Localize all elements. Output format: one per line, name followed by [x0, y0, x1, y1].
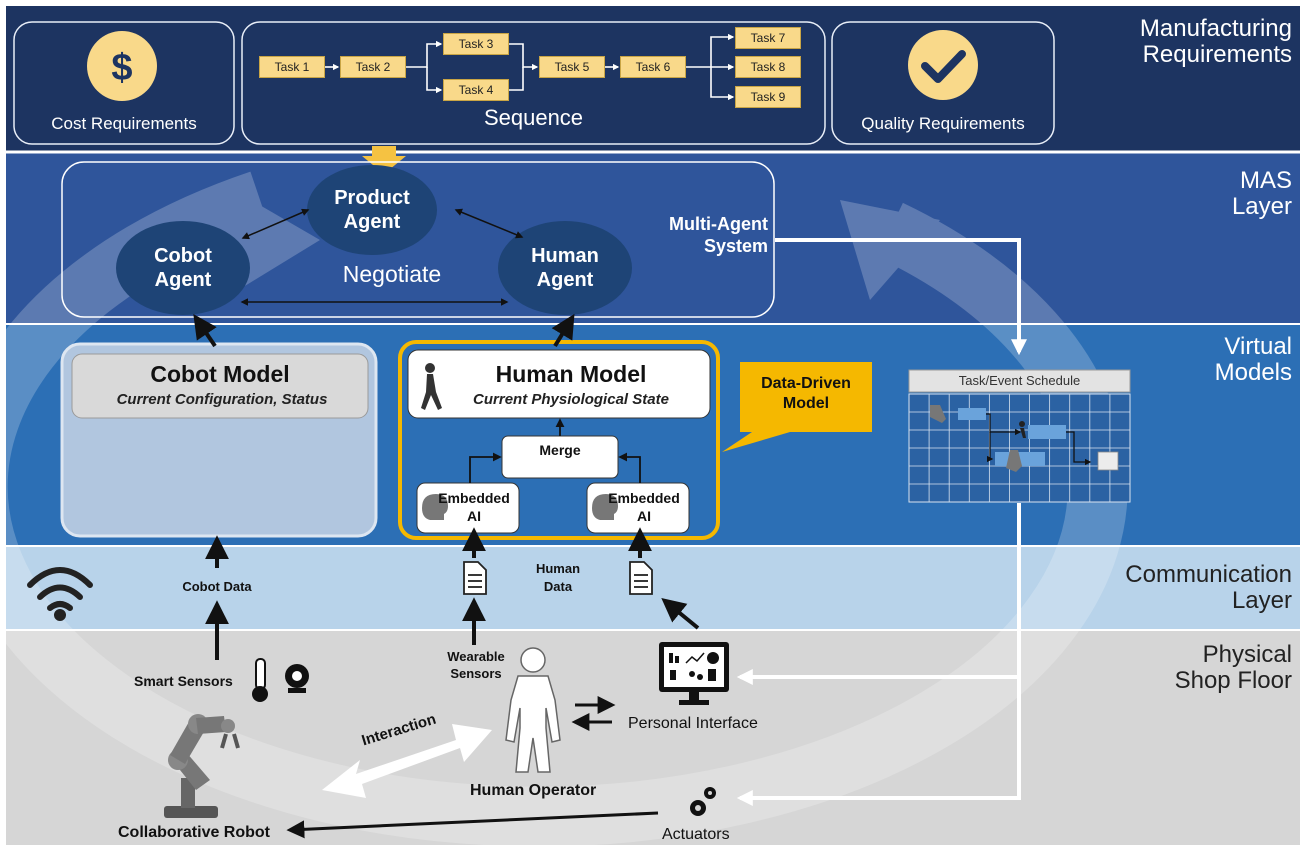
manufacturing-layer-title: Manufacturing Requirements [1139, 15, 1292, 69]
task-6-box: Task 6 [620, 56, 686, 78]
embedded-ai-left-label: Embedded AI [438, 490, 510, 524]
cobot-agent-label: Cobot Agent [154, 245, 212, 291]
cobot-model-header [71, 353, 369, 419]
task-flow-arrows [323, 33, 735, 101]
actuators-label: Actuators [662, 826, 730, 843]
human-data-label: Human Data [535, 561, 581, 594]
task-5-box: Task 5 [539, 56, 605, 78]
task-8-box: Task 8 [735, 56, 801, 78]
agent-links [240, 208, 524, 306]
walking-figure-icon [421, 363, 442, 410]
schedule-to-physical-arrow [736, 503, 1021, 806]
human-agent-label: Human Agent [531, 245, 599, 291]
collaborative-robot-icon [164, 714, 240, 818]
webcam-icon [285, 664, 309, 693]
dollar-icon: $ [87, 31, 157, 101]
physical-layer-band [6, 630, 1300, 845]
cobot-model-subtitle: Current Configuration, Status [116, 391, 328, 408]
cost-requirements-box [13, 21, 235, 145]
human-operator-label: Human Operator [470, 782, 597, 799]
human-agent-node[interactable] [498, 221, 632, 315]
task-1-box: Task 1 [259, 56, 325, 78]
mas-layer-title: MAS Layer [1231, 167, 1292, 221]
requirements-to-mas-arrow [362, 146, 406, 174]
quality-requirements-box [831, 21, 1055, 145]
cobot-data-label: Cobot Data [182, 579, 252, 594]
interaction-arrow [322, 724, 492, 798]
smart-sensors-label: Smart Sensors [134, 673, 233, 689]
task-event-schedule [908, 369, 1131, 503]
task-3-box: Task 3 [443, 33, 509, 55]
data-driven-model-label: Data-Driven Model [761, 375, 851, 412]
quality-requirements-label: Quality Requirements [861, 114, 1025, 133]
multi-agent-system-label: Multi-Agent System [669, 214, 768, 256]
physical-layer-title: Physical Shop Floor [1174, 641, 1292, 695]
task-2-box: Task 2 [340, 56, 406, 78]
collaborative-robot-label: Collaborative Robot [118, 824, 271, 841]
thermometer-icon [252, 658, 268, 702]
mas-to-schedule-arrow [775, 238, 1027, 356]
human-model-subtitle: Current Physiological State [473, 391, 669, 408]
data-driven-callout [722, 362, 872, 452]
checkmark-icon [908, 30, 978, 100]
ai-head-icon [422, 494, 618, 520]
product-agent-node[interactable] [307, 165, 437, 255]
document-icon [463, 561, 653, 595]
human-model-header [407, 349, 711, 419]
communication-layer-title: Communication Layer [1125, 561, 1292, 615]
virtual-layer-title: Virtual Models [1214, 333, 1292, 387]
wifi-icon [27, 567, 93, 621]
merge-label: Merge [539, 442, 581, 458]
cost-requirements-label: Cost Requirements [51, 114, 197, 133]
human-model-links [469, 418, 641, 483]
cobot-model-title: Cobot Model [150, 361, 290, 387]
sequence-label: Sequence [483, 105, 584, 130]
task-event-schedule-label: Task/Event Schedule [958, 373, 1081, 388]
negotiate-label: Negotiate [342, 261, 442, 287]
human-model-title: Human Model [495, 361, 647, 387]
wearable-sensors-label: Wearable Sensors [447, 649, 505, 681]
data-flow-arrows [205, 527, 700, 839]
task-4-box: Task 4 [443, 79, 509, 101]
task-7-box: Task 7 [735, 27, 801, 49]
product-agent-label: Product Agent [334, 187, 410, 233]
personal-interface-label: Personal Interface [628, 715, 758, 732]
model-to-agent-arrows [193, 313, 575, 348]
task-9-box: Task 9 [735, 86, 801, 108]
embedded-ai-right-label: Embedded AI [608, 490, 680, 524]
svg-text:$: $ [111, 47, 132, 89]
sequence-box [241, 21, 826, 145]
human-operator-figure [505, 647, 561, 773]
cobot-agent-node[interactable] [116, 221, 250, 315]
mas-container [61, 161, 775, 318]
gears-icon [690, 787, 716, 816]
manufacturing-layer-band [6, 6, 1300, 152]
monitor-icon [659, 642, 729, 705]
